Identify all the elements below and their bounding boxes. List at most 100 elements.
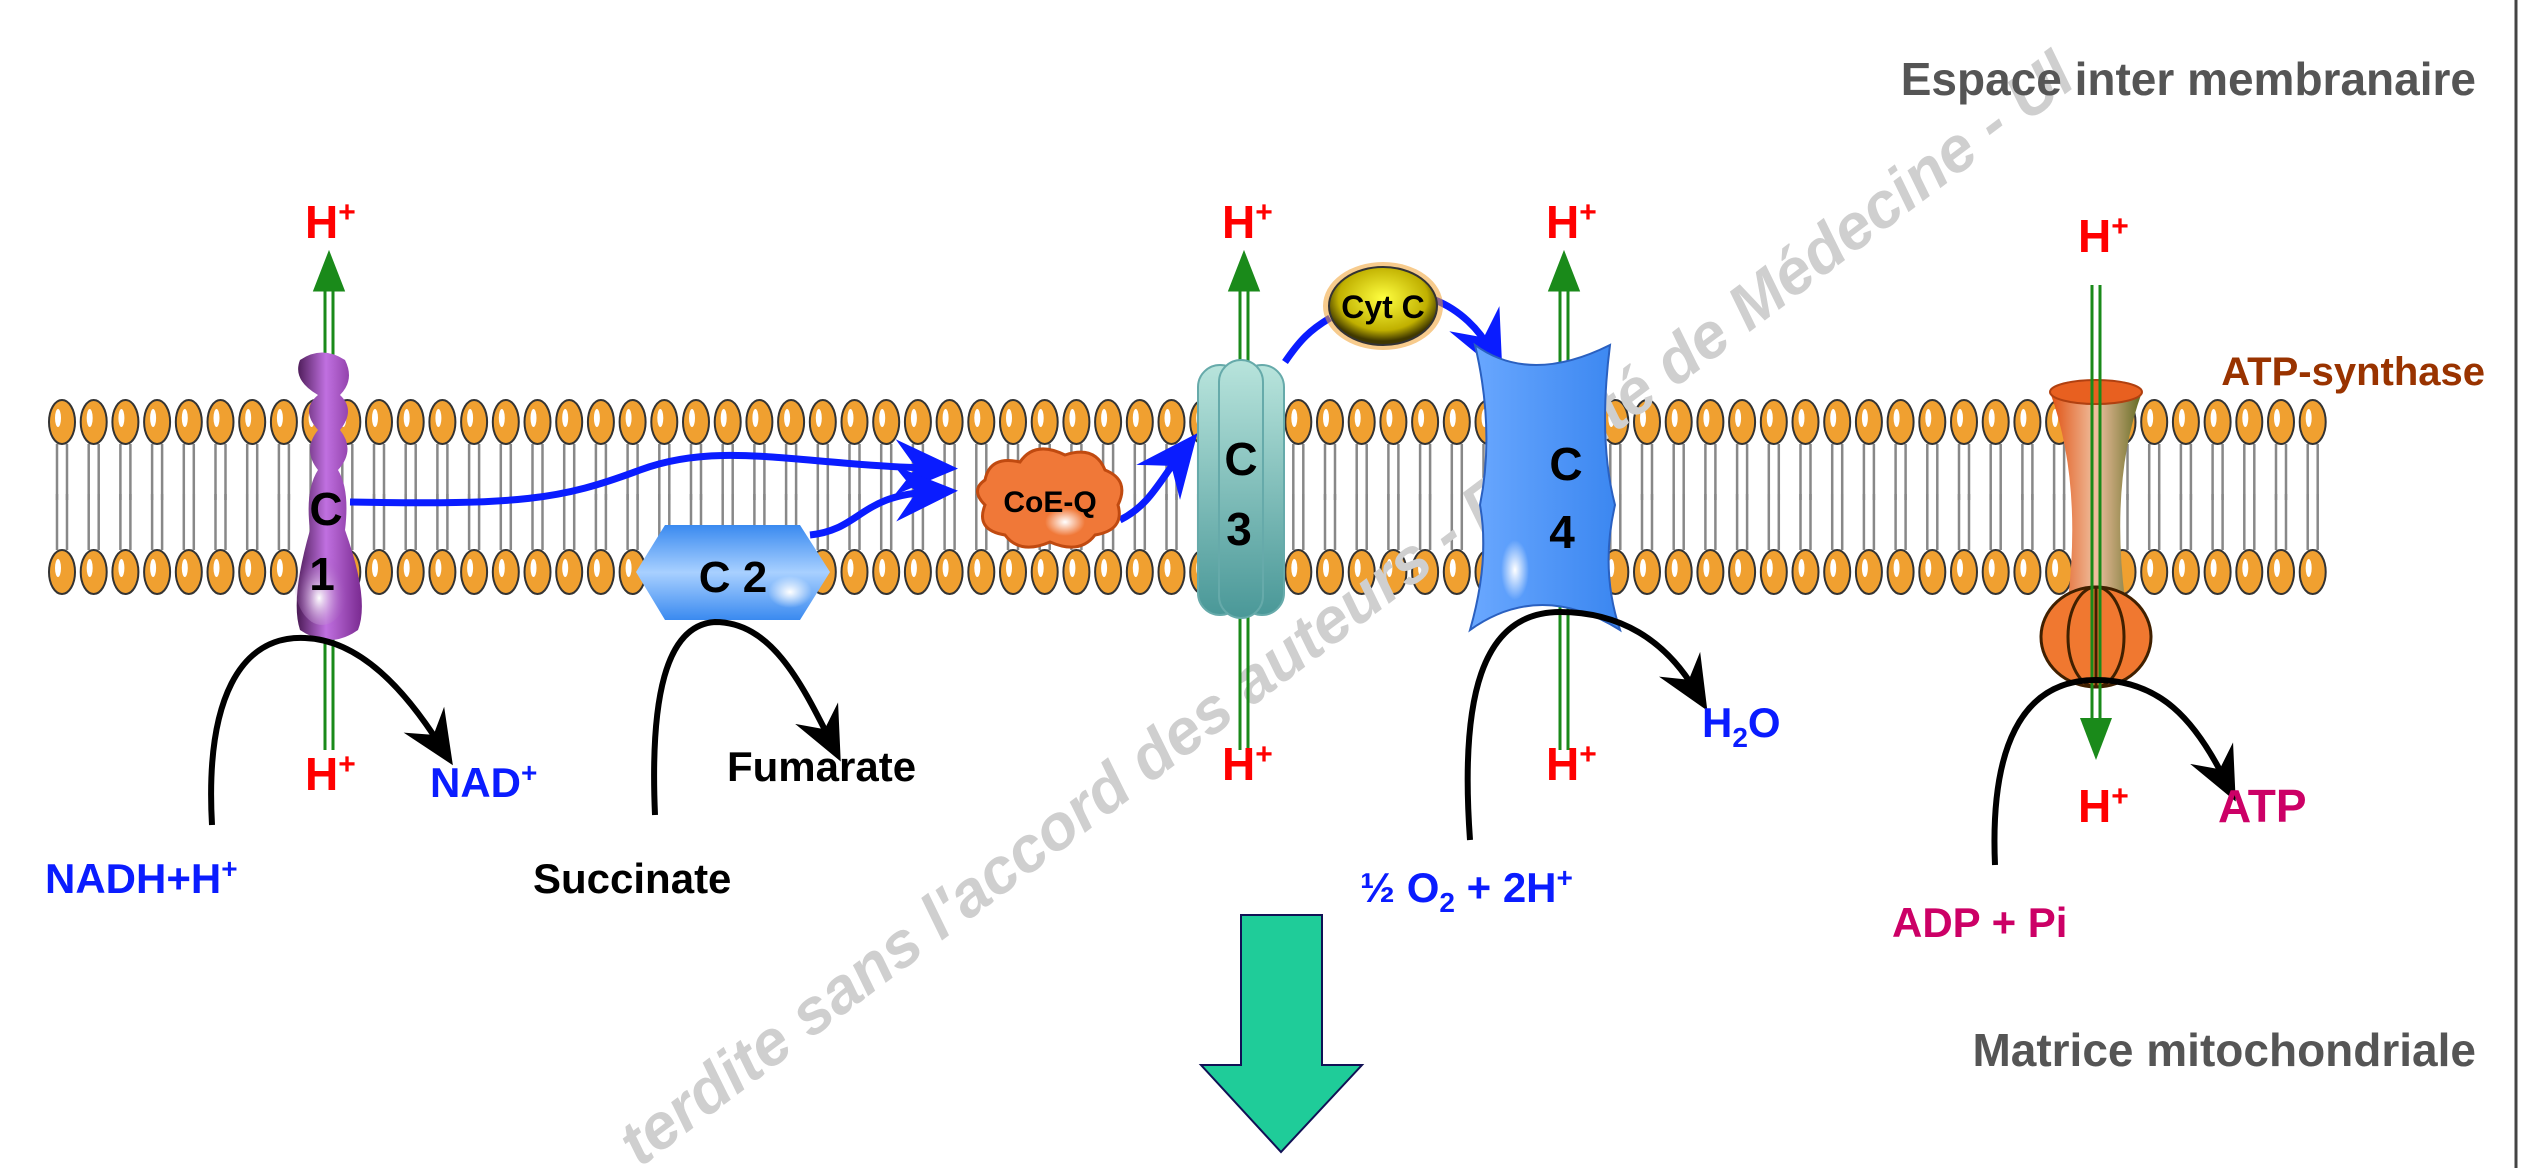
lipid-head-shine	[530, 559, 537, 577]
lipid-head	[2013, 549, 2042, 595]
lipid-head	[840, 549, 869, 595]
lipid-head-shine	[86, 559, 93, 577]
lipid-head	[79, 399, 108, 445]
lipid-head-shine	[1798, 409, 1805, 427]
lipid-head-shine	[2178, 559, 2185, 577]
lipid-head-shine	[1354, 409, 1361, 427]
lipid-head-shine	[86, 409, 93, 427]
lipid-head-shine	[1418, 409, 1425, 427]
lipid-head	[174, 549, 203, 595]
big-down-arrow-icon	[1198, 914, 1365, 1154]
lipid-head	[2267, 399, 2295, 445]
lipid-head-shine	[1925, 409, 1932, 427]
lipid-head	[428, 549, 457, 595]
lipid-head	[79, 549, 108, 595]
lipid-tail	[372, 444, 386, 500]
lipid-head-shine	[1006, 409, 1012, 427]
lipid-head-shine	[2274, 559, 2280, 577]
atp-synthase[interactable]: ATP-synthase	[2039, 285, 2485, 760]
complex-3[interactable]: C 3	[1197, 359, 1285, 619]
lipid-head-shine	[1101, 559, 1108, 577]
lipid-head-shine	[1164, 559, 1171, 577]
lipid-head-shine	[1449, 559, 1456, 577]
lipid-tail	[2211, 444, 2224, 500]
lipid-head	[523, 549, 552, 595]
lipid-tail	[119, 494, 132, 550]
coenzyme-q-label: CoE-Q	[1003, 486, 1096, 519]
lipid-head	[1886, 399, 1915, 445]
lipid-tail	[1672, 494, 1685, 550]
complex-2[interactable]: C 2	[636, 525, 830, 620]
lipid-head-shine	[942, 559, 949, 577]
lipid-head	[1379, 549, 1408, 595]
lipid-tail	[2306, 444, 2319, 500]
water-label: H2O	[1702, 699, 1781, 753]
lipid-tail	[689, 444, 703, 500]
lipid-head-shine	[498, 559, 505, 577]
lipid-head	[2171, 399, 2200, 445]
watermark: terdite sans l'accord des auteurs - Facu…	[605, 37, 2087, 1168]
lipid-head-shine	[2274, 409, 2280, 427]
lipid-tail	[1735, 444, 1749, 500]
lipid-head-shine	[2242, 559, 2249, 577]
lipid-head	[1094, 549, 1123, 595]
lipid-tail	[467, 444, 481, 500]
lipid-head-shine	[2147, 559, 2154, 577]
lipid-head-shine	[562, 409, 569, 427]
proton-atp-top: H+	[2078, 210, 2129, 262]
lipid-head-shine	[1671, 559, 1678, 577]
lipid-head	[460, 399, 489, 445]
lipid-head	[935, 549, 964, 595]
lipid-head	[206, 549, 235, 595]
lipid-head	[1823, 399, 1852, 445]
lipid-head-shine	[150, 409, 157, 427]
lipid-head-shine	[1386, 409, 1393, 427]
lipid-head	[2140, 399, 2169, 445]
lipid-head-shine	[2242, 409, 2249, 427]
proton-c1-top: H+	[305, 196, 356, 248]
lipid-head	[1157, 399, 1186, 445]
complex-3-label-c: C	[1224, 433, 1257, 485]
lipid-head-shine	[1069, 409, 1076, 427]
lipid-head	[365, 549, 393, 595]
cytochrome-c[interactable]: Cyt C	[1323, 262, 1443, 350]
lipid-head-shine	[1893, 559, 1900, 577]
lipid-head	[2298, 399, 2327, 445]
lipid-head-shine	[1766, 559, 1773, 577]
lipid-head	[48, 399, 76, 445]
complex-1[interactable]: C 1	[294, 352, 362, 641]
lipid-head-shine	[1386, 559, 1393, 577]
lipid-head-shine	[974, 409, 981, 427]
lipid-tail	[214, 444, 227, 500]
lipid-head	[143, 399, 172, 445]
lipid-head	[555, 549, 584, 595]
lipid-head-shine	[1703, 559, 1710, 577]
lipid-tail	[2147, 494, 2161, 550]
lipid-head-shine	[181, 409, 188, 427]
lipid-tail	[2274, 494, 2288, 550]
lipid-head-shine	[1418, 559, 1425, 577]
lipid-head	[1411, 399, 1440, 445]
lipid-head	[1728, 549, 1757, 595]
lipid-head	[1791, 549, 1820, 595]
lipid-head-shine	[213, 559, 220, 577]
lipid-head	[903, 399, 932, 445]
lipid-head	[143, 549, 172, 595]
complex-4[interactable]: C 4	[1468, 342, 1622, 633]
lipid-tail	[594, 444, 608, 500]
lipid-head	[1379, 399, 1408, 445]
lipid-head-shine	[847, 559, 854, 577]
electron-flow-coq-to-c3	[1118, 433, 1198, 524]
lipid-head-shine	[657, 409, 664, 427]
lipid-tail	[182, 444, 196, 500]
lipid-head-shine	[815, 409, 822, 427]
coenzyme-q[interactable]: CoE-Q	[976, 447, 1124, 549]
lipid-head-shine	[1037, 409, 1044, 427]
complex-4-label-c: C	[1549, 438, 1582, 490]
lipid-head	[269, 549, 298, 595]
lipid-tail	[1704, 444, 1717, 500]
cytochrome-c-label: Cyt C	[1341, 289, 1425, 325]
lipid-tail	[1799, 444, 1812, 500]
lipid-tail	[214, 494, 227, 550]
lipid-tail	[245, 494, 259, 550]
